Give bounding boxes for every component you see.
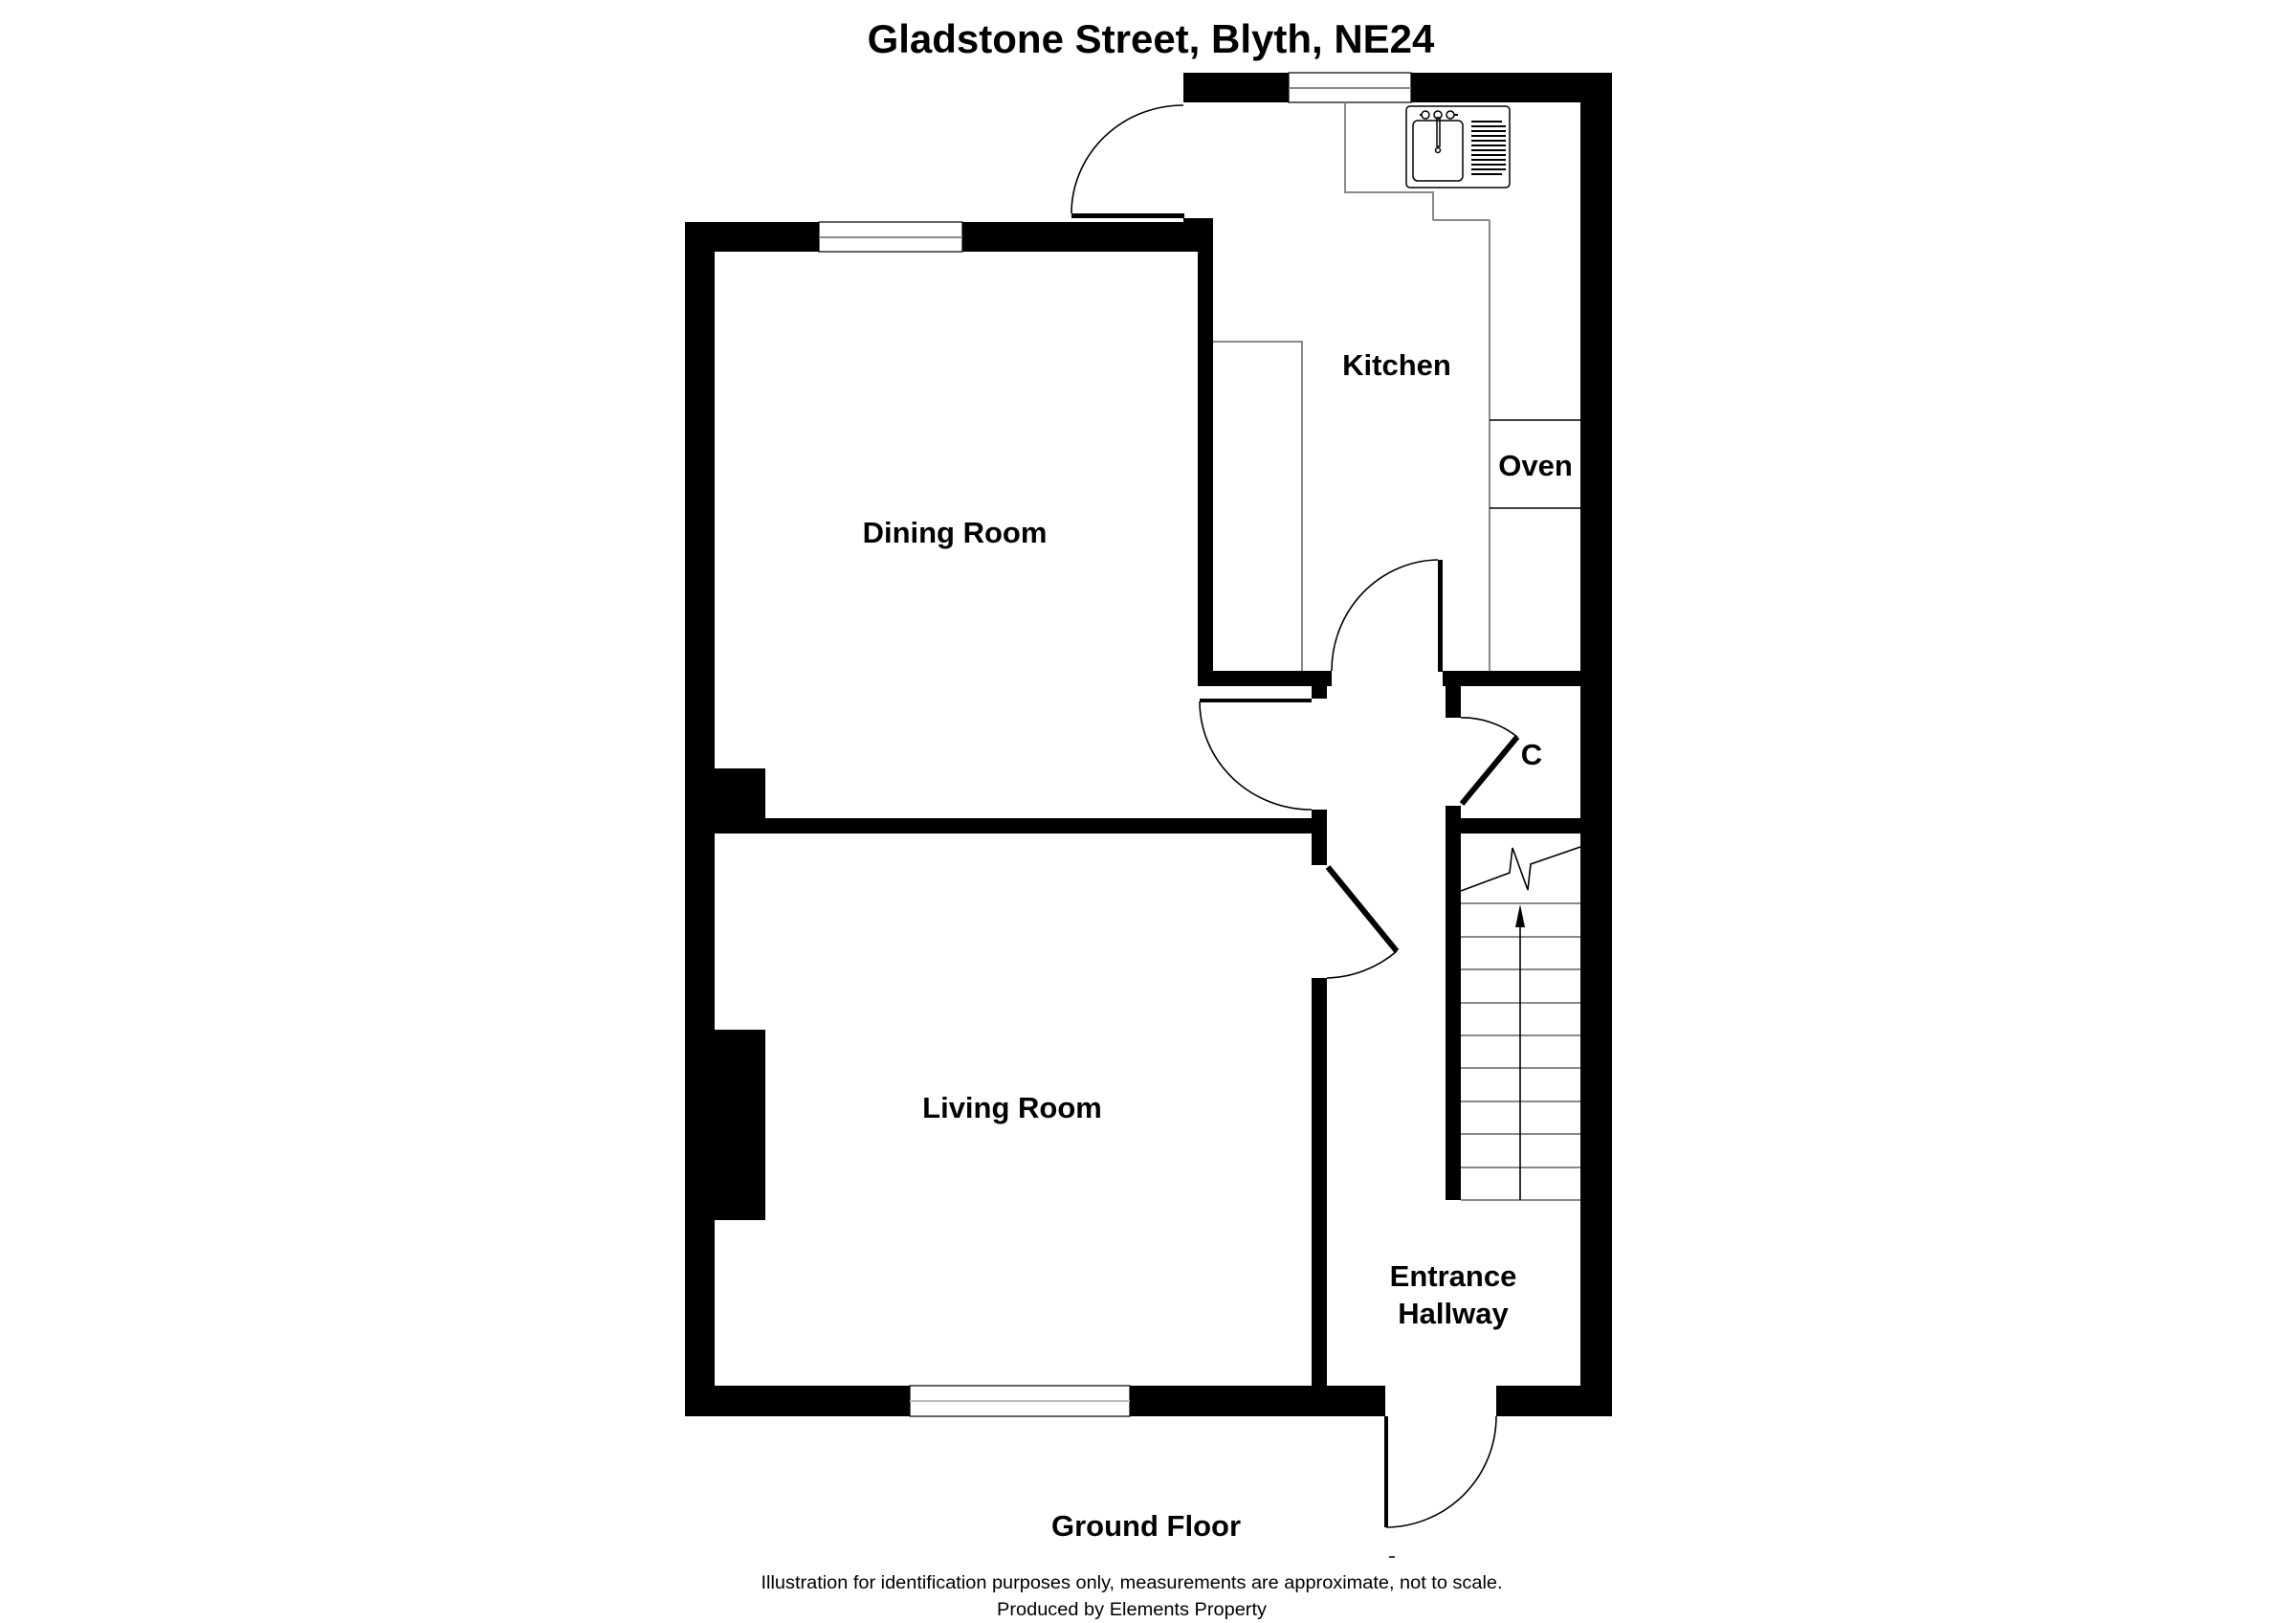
- stairs-up-arrow-icon: [1515, 904, 1525, 927]
- room-label-living-room: Living Room: [922, 1091, 1102, 1124]
- room-label-entrance: Entrance: [1390, 1259, 1517, 1293]
- footer-disclaimer: Illustration for identification purposes…: [762, 1573, 1503, 1593]
- kitchen-fittings: [1213, 102, 1580, 671]
- room-label-cupboard: C: [1521, 738, 1542, 771]
- room-label-hallway: Hallway: [1398, 1297, 1509, 1330]
- window-icon: [818, 72, 1412, 1417]
- room-label-dining-room: Dining Room: [863, 516, 1048, 549]
- room-label-kitchen: Kitchen: [1342, 348, 1451, 382]
- floor-label: Ground Floor: [1051, 1509, 1241, 1543]
- door-swing-icon: [1071, 104, 1520, 1558]
- sink-drainer-icon: [1405, 105, 1511, 189]
- room-label-oven: Oven: [1498, 449, 1573, 482]
- staircase: [1460, 846, 1581, 1201]
- walls: [685, 73, 1612, 1416]
- plan-title: Gladstone Street, Blyth, NE24: [868, 16, 1435, 61]
- footer-producer: Produced by Elements Property: [997, 1600, 1268, 1620]
